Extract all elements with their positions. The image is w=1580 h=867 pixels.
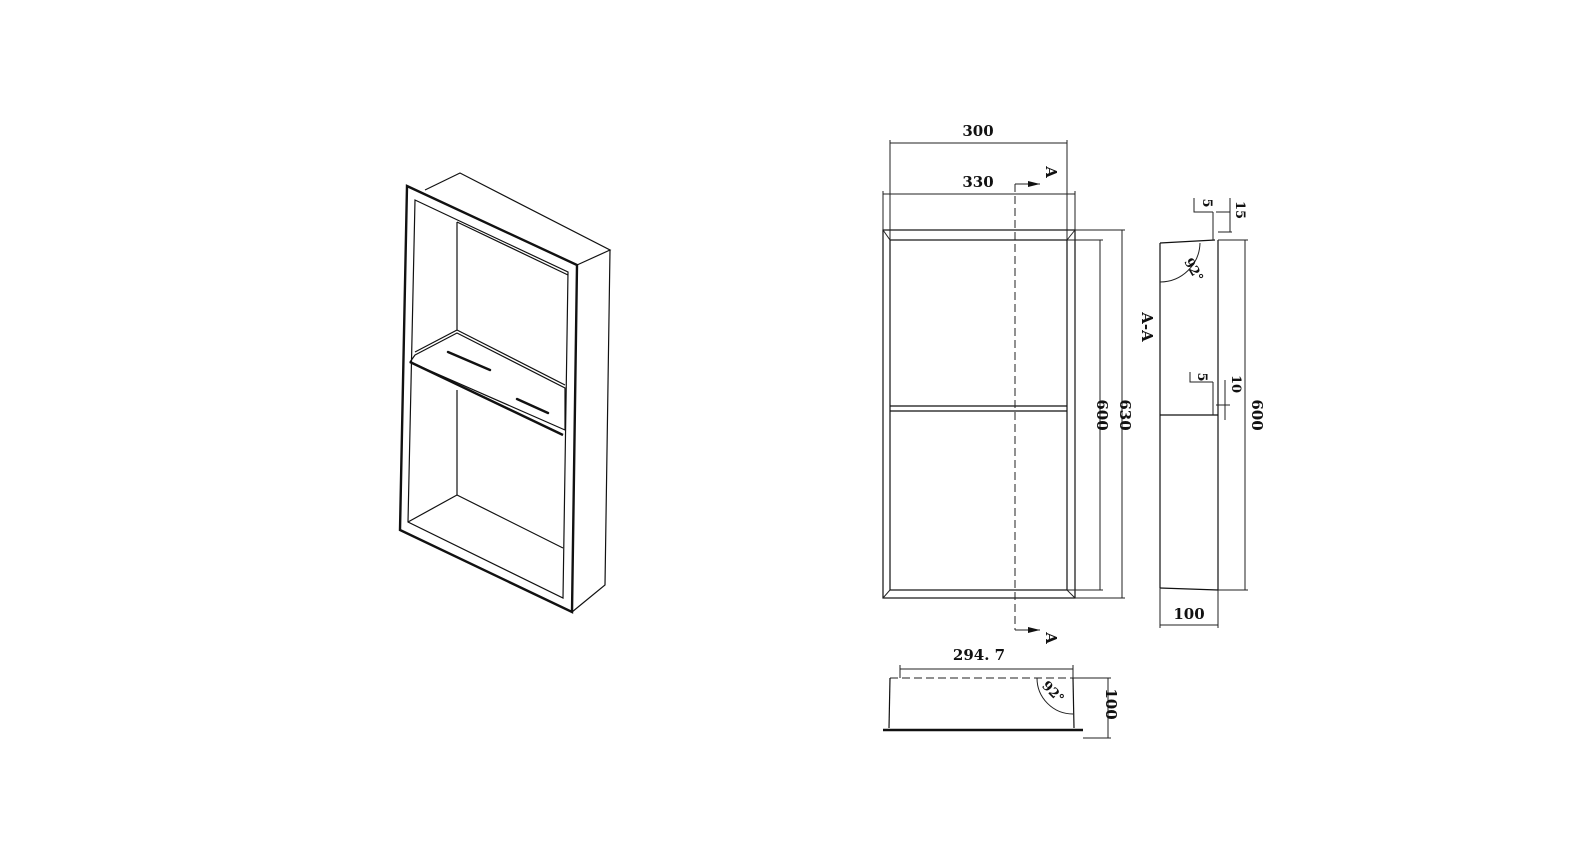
dim-shelf-10: 10 [1228, 375, 1243, 393]
dim-flange-5: 5 [1199, 198, 1214, 207]
dim-outer-width: 330 [962, 173, 993, 191]
section-marker-top: A [1042, 165, 1060, 178]
section-marker-bottom: A [1042, 631, 1060, 644]
section-angle: 92° [1180, 256, 1205, 285]
dim-inner-width: 300 [962, 122, 993, 140]
dim-bottom-width: 294. 7 [953, 646, 1005, 664]
dim-inner-height: 600 [1093, 399, 1111, 430]
dim-shelf-5: 5 [1194, 372, 1209, 381]
dim-bottom-depth: 100 [1102, 688, 1120, 719]
section-view [1159, 198, 1248, 628]
dim-section-depth: 100 [1173, 605, 1204, 623]
isometric-niche-view [398, 172, 612, 614]
bottom-view [883, 665, 1111, 739]
dim-flange-15: 15 [1232, 201, 1247, 219]
dim-section-height: 600 [1248, 399, 1266, 430]
dim-outer-height: 630 [1116, 399, 1134, 430]
front-view [882, 140, 1125, 633]
bottom-angle: 92° [1038, 679, 1066, 707]
section-title: A-A [1138, 311, 1156, 342]
